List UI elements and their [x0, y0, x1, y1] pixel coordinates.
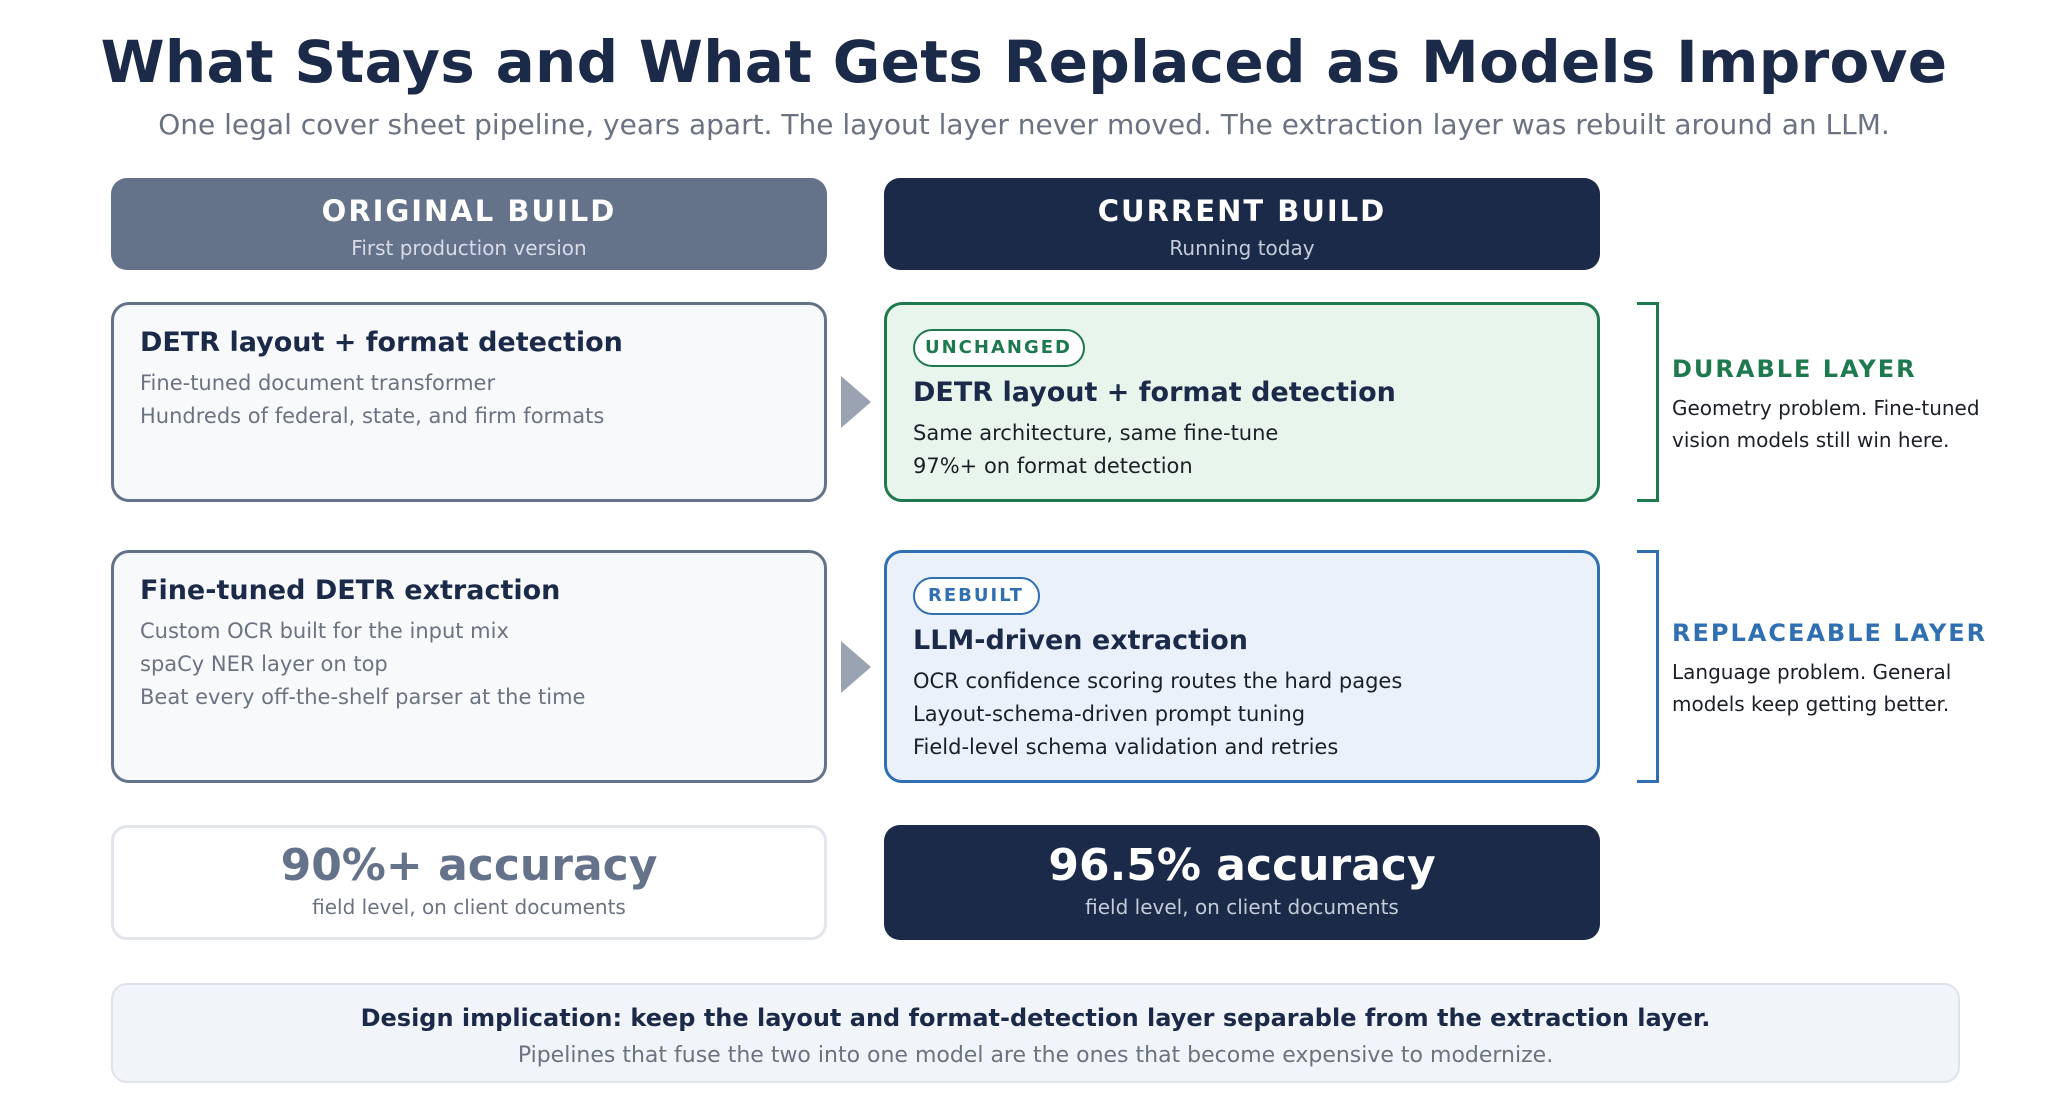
- arrow-right-icon: [841, 376, 871, 428]
- current-accuracy-note: field level, on client documents: [1085, 895, 1399, 919]
- card-line: 97%+ on format detection: [913, 454, 1193, 478]
- current-accuracy-box: 96.5% accuracy field level, on client do…: [884, 825, 1600, 940]
- original-build-header: ORIGINAL BUILD First production version: [111, 178, 827, 270]
- card-line: Fine-tuned document transformer: [140, 371, 496, 395]
- original-accuracy-value: 90%+ accuracy: [280, 840, 658, 891]
- card-line: OCR confidence scoring routes the hard p…: [913, 669, 1403, 693]
- implication-subtitle: Pipelines that fuse the two into one mod…: [517, 1043, 1554, 1068]
- card-line: spaCy NER layer on top: [140, 652, 388, 676]
- card-title: DETR layout + format detection: [913, 377, 1396, 408]
- current-layout-card: UNCHANGED DETR layout + format detection…: [884, 302, 1600, 502]
- original-accuracy-note: field level, on client documents: [312, 895, 626, 919]
- durable-layer-bracket: [1637, 302, 1659, 502]
- original-accuracy-box: 90%+ accuracy field level, on client doc…: [111, 825, 827, 940]
- original-build-title: ORIGINAL BUILD: [321, 194, 617, 228]
- card-line: Custom OCR built for the input mix: [140, 619, 509, 643]
- replaceable-layer-bracket: [1637, 550, 1659, 783]
- rebuilt-badge: REBUILT: [913, 577, 1040, 615]
- current-accuracy-value: 96.5% accuracy: [1048, 840, 1436, 891]
- original-build-subtitle: First production version: [351, 236, 587, 260]
- implication-title: Design implication: keep the layout and …: [360, 1004, 1711, 1032]
- card-line: Beat every off-the-shelf parser at the t…: [140, 685, 586, 709]
- replaceable-layer-title: REPLACEABLE LAYER: [1672, 619, 1988, 647]
- durable-layer-description: Geometry problem. Fine-tuned vision mode…: [1672, 396, 1980, 452]
- current-build-header: CURRENT BUILD Running today: [884, 178, 1600, 270]
- design-implication-banner: Design implication: keep the layout and …: [111, 983, 1960, 1083]
- current-build-subtitle: Running today: [1169, 236, 1315, 260]
- current-build-title: CURRENT BUILD: [1097, 194, 1387, 228]
- page-subtitle: One legal cover sheet pipeline, years ap…: [158, 108, 1890, 141]
- original-extraction-card: Fine-tuned DETR extraction Custom OCR bu…: [111, 550, 827, 783]
- unchanged-badge: UNCHANGED: [913, 329, 1085, 367]
- page-title: What Stays and What Gets Replaced as Mod…: [100, 28, 1948, 96]
- card-line: Hundreds of federal, state, and firm for…: [140, 404, 605, 428]
- original-layout-card: DETR layout + format detection Fine-tune…: [111, 302, 827, 502]
- card-title: Fine-tuned DETR extraction: [140, 575, 561, 606]
- current-extraction-card: REBUILT LLM-driven extraction OCR confid…: [884, 550, 1600, 783]
- card-line: Field-level schema validation and retrie…: [913, 735, 1339, 759]
- replaceable-layer-description: Language problem. General models keep ge…: [1672, 660, 1952, 716]
- card-title: DETR layout + format detection: [140, 327, 623, 358]
- card-title: LLM-driven extraction: [913, 625, 1249, 656]
- card-line: Layout-schema-driven prompt tuning: [913, 702, 1306, 726]
- arrow-right-icon: [841, 641, 871, 693]
- durable-layer-title: DURABLE LAYER: [1672, 355, 1917, 383]
- card-line: Same architecture, same fine-tune: [913, 421, 1279, 445]
